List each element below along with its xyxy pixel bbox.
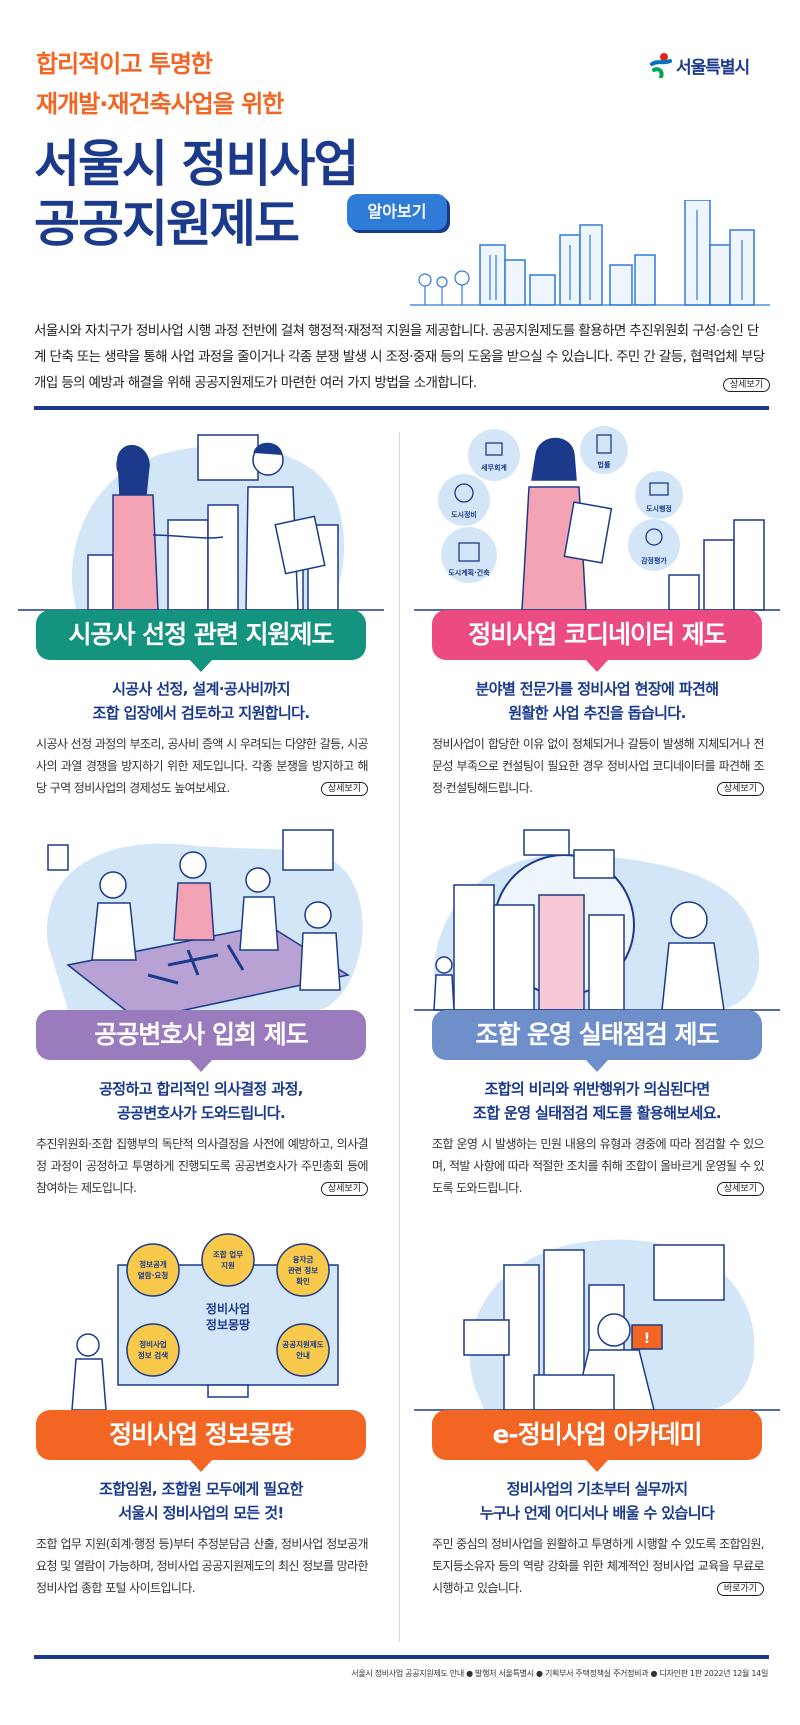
section1-headline: 시공사 선정, 설계·공사비까지 조합 입장에서 검토하고 지원합니다. bbox=[18, 677, 384, 725]
section-info-portal: 정보공개 열람·요청 조합 업무 지원 융자금 관련 정보 확인 정비사업 정보… bbox=[18, 1225, 384, 1625]
circle-loan-l1: 융자금 bbox=[293, 1254, 314, 1264]
bubble-urban-planning: 도시계획·건축 bbox=[448, 568, 490, 577]
circle-loan-l3: 확인 bbox=[296, 1276, 310, 1286]
bubble-urban-admin: 도시행정 bbox=[646, 504, 672, 513]
section3-body-text: 추진위원회·조합 집행부의 독단적 의사결정을 사전에 예방하고, 의사결정 과… bbox=[36, 1137, 369, 1195]
circle-search-l2: 정보 검색 bbox=[138, 1350, 168, 1360]
section2-body: 정비사업이 합당한 이유 없이 정체되거나 갈등이 발생해 지체되거나 전문성 … bbox=[432, 733, 765, 799]
learn-more-badge: 알아보기 bbox=[347, 194, 447, 230]
section-inspection: 조합 운영 실태점검 제도 조합의 비리와 위반행위가 의심된다면 조합 운영 … bbox=[414, 825, 780, 1225]
seoul-logo[interactable]: 서울특별시 bbox=[650, 52, 750, 78]
section1-banner: 시공사 선정 관련 지원제도 bbox=[36, 610, 366, 672]
section5-body-text: 조합 업무 지원(회계·행정 등)부터 추정분담금 산출, 정비사업 정보공개 … bbox=[36, 1537, 369, 1595]
section1-detail-link[interactable]: 상세보기 bbox=[320, 782, 368, 796]
seoul-logo-text: 서울특별시 bbox=[676, 57, 750, 78]
section3-headline-line2: 공공변호사가 도와드립니다. bbox=[116, 1104, 286, 1122]
section4-headline-line1: 조합의 비리와 위반행위가 의심된다면 bbox=[484, 1080, 710, 1098]
section6-go-link[interactable]: 바로가기 bbox=[716, 1582, 764, 1596]
circle-guide-l2: 안내 bbox=[296, 1350, 310, 1360]
section4-headline-line2: 조합 운영 실태점검 제도를 활용해보세요. bbox=[473, 1104, 722, 1122]
section6-body: 주민 중심의 정비사업을 원활하고 투명하게 시행할 수 있도록 조합임원, 토… bbox=[432, 1533, 765, 1599]
section3-detail-link[interactable]: 상세보기 bbox=[320, 1182, 368, 1196]
bottom-rule bbox=[34, 1655, 769, 1659]
bubble-appraisal: 감정평가 bbox=[641, 556, 667, 565]
seoul-logo-icon bbox=[650, 53, 672, 78]
bubble-tax: 세무회계 bbox=[481, 463, 507, 472]
circle-loan-l2: 관련 정보 bbox=[288, 1265, 318, 1275]
section2-headline-line1: 분야별 전문가를 정비사업 현장에 파견해 bbox=[475, 680, 719, 698]
circle-guide-l1: 공공지원제도 bbox=[282, 1339, 323, 1349]
section4-banner: 조합 운영 실태점검 제도 bbox=[432, 1010, 762, 1072]
section3-headline: 공정하고 합리적인 의사결정 과정, 공공변호사가 도와드립니다. bbox=[18, 1077, 384, 1125]
section4-body-text: 조합 운영 시 발생하는 민원 내용의 유형과 경중에 따라 점검할 수 있으며… bbox=[432, 1137, 765, 1195]
circle-union-l1: 조합 업무 bbox=[213, 1249, 243, 1259]
section-public-lawyer: 공공변호사 입회 제도 공정하고 합리적인 의사결정 과정, 공공변호사가 도와… bbox=[18, 825, 384, 1225]
city-skyline-illustration bbox=[410, 200, 770, 306]
top-rule bbox=[34, 406, 769, 410]
bubble-urban-renewal: 도시정비 bbox=[451, 510, 477, 519]
page-title-line2: 공공지원제도 bbox=[34, 195, 300, 253]
section3-body: 추진위원회·조합 집행부의 독단적 의사결정을 사전에 예방하고, 의사결정 과… bbox=[36, 1133, 369, 1199]
section5-body: 조합 업무 지원(회계·행정 등)부터 추정분담금 산출, 정비사업 정보공개 … bbox=[36, 1533, 369, 1599]
svg-text:!: ! bbox=[644, 1331, 650, 1347]
section1-headline-line2: 조합 입장에서 검토하고 지원합니다. bbox=[92, 704, 311, 722]
section1-headline-line1: 시공사 선정, 설계·공사비까지 bbox=[112, 680, 290, 698]
section5-headline-line2: 서울시 정비사업의 모든 것! bbox=[118, 1504, 284, 1522]
meeting-illustration bbox=[46, 829, 363, 1021]
subtitle-line2: 재개발·재건축사업을 위한 bbox=[36, 90, 284, 118]
section-contractor-selection: 시공사 선정 관련 지원제도 시공사 선정, 설계·공사비까지 조합 입장에서 … bbox=[18, 425, 384, 825]
section2-detail-link[interactable]: 상세보기 bbox=[716, 782, 764, 796]
section-coordinator: 세무회계 법률 도시정비 도시행정 도시계획·건축 감정평가 정비사업 코디네이… bbox=[414, 425, 780, 825]
section2-body-text: 정비사업이 합당한 이유 없이 정체되거나 갈등이 발생해 지체되거나 전문성 … bbox=[432, 737, 765, 795]
inspection-illustration bbox=[414, 829, 780, 1011]
section1-body-text: 시공사 선정 과정의 부조리, 공사비 증액 시 우려되는 다양한 갈등, 시공… bbox=[36, 737, 369, 795]
page-title-line1: 서울시 정비사업 bbox=[34, 135, 359, 193]
circle-union-l2: 지원 bbox=[221, 1260, 235, 1270]
circle-search-l1: 정비사업 bbox=[139, 1339, 167, 1349]
column-divider bbox=[399, 432, 400, 1642]
section2-banner: 정비사업 코디네이터 제도 bbox=[432, 610, 762, 672]
portal-center-l1: 정비사업 bbox=[206, 1301, 250, 1316]
section4-headline: 조합의 비리와 위반행위가 의심된다면 조합 운영 실태점검 제도를 활용해보세… bbox=[414, 1077, 780, 1125]
academy-illustration: ! bbox=[414, 1239, 780, 1411]
section6-banner: e-정비사업 아카데미 bbox=[432, 1410, 762, 1472]
section5-headline-line1: 조합임원, 조합원 모두에게 필요한 bbox=[99, 1480, 303, 1498]
intro-text: 서울시와 자치구가 정비사업 시행 과정 전반에 걸쳐 행정적·재정적 지원을 … bbox=[34, 323, 765, 391]
section6-body-text: 주민 중심의 정비사업을 원활하고 투명하게 시행할 수 있도록 조합임원, 토… bbox=[432, 1537, 765, 1595]
info-portal-illustration: 정보공개 열람·요청 조합 업무 지원 융자금 관련 정보 확인 정비사업 정보… bbox=[71, 1233, 339, 1411]
section5-headline: 조합임원, 조합원 모두에게 필요한 서울시 정비사업의 모든 것! bbox=[18, 1477, 384, 1525]
section2-headline: 분야별 전문가를 정비사업 현장에 파견해 원활한 사업 추진을 돕습니다. bbox=[414, 677, 780, 725]
subtitle-line1: 합리적이고 투명한 bbox=[36, 50, 213, 78]
bubble-law: 법률 bbox=[598, 460, 611, 469]
intro-paragraph: 서울시와 자치구가 정비사업 시행 과정 전반에 걸쳐 행정적·재정적 지원을 … bbox=[34, 318, 770, 396]
header: 합리적이고 투명한 재개발·재건축사업을 위한 서울시 정비사업 공공지원제도 … bbox=[0, 0, 800, 306]
circle-disclosure-l2: 열람·요청 bbox=[138, 1270, 169, 1280]
section6-headline-line2: 누구나 언제 어디서나 배울 수 있습니다 bbox=[479, 1504, 715, 1522]
section3-headline-line1: 공정하고 합리적인 의사결정 과정, bbox=[99, 1080, 303, 1098]
section4-detail-link[interactable]: 상세보기 bbox=[716, 1182, 764, 1196]
section-academy: ! e-정비사업 아카데미 정비사업의 기초부터 실무까지 누구나 언제 어디서… bbox=[414, 1225, 780, 1625]
circle-disclosure-l1: 정보공개 bbox=[139, 1259, 167, 1269]
section6-headline: 정비사업의 기초부터 실무까지 누구나 언제 어디서나 배울 수 있습니다 bbox=[414, 1477, 780, 1525]
portal-center-l2: 정보몽땅 bbox=[206, 1317, 250, 1332]
section6-headline-line1: 정비사업의 기초부터 실무까지 bbox=[506, 1480, 688, 1498]
section4-body: 조합 운영 시 발생하는 민원 내용의 유형과 경중에 따라 점검할 수 있으며… bbox=[432, 1133, 765, 1199]
section1-body: 시공사 선정 과정의 부조리, 공사비 증액 시 우려되는 다양한 갈등, 시공… bbox=[36, 733, 369, 799]
section3-banner: 공공변호사 입회 제도 bbox=[36, 1010, 366, 1072]
intro-detail-link[interactable]: 상세보기 bbox=[722, 378, 770, 392]
handshake-illustration bbox=[18, 434, 384, 615]
footer-credits: 서울시 정비사업 공공지원제도 안내 ● 발행처 서울특별시 ● 기획부서 주택… bbox=[351, 1669, 768, 1678]
coordinator-illustration: 세무회계 법률 도시정비 도시행정 도시계획·건축 감정평가 bbox=[414, 426, 780, 611]
section2-headline-line2: 원활한 사업 추진을 돕습니다. bbox=[508, 704, 686, 722]
section5-banner: 정비사업 정보몽땅 bbox=[36, 1410, 366, 1472]
